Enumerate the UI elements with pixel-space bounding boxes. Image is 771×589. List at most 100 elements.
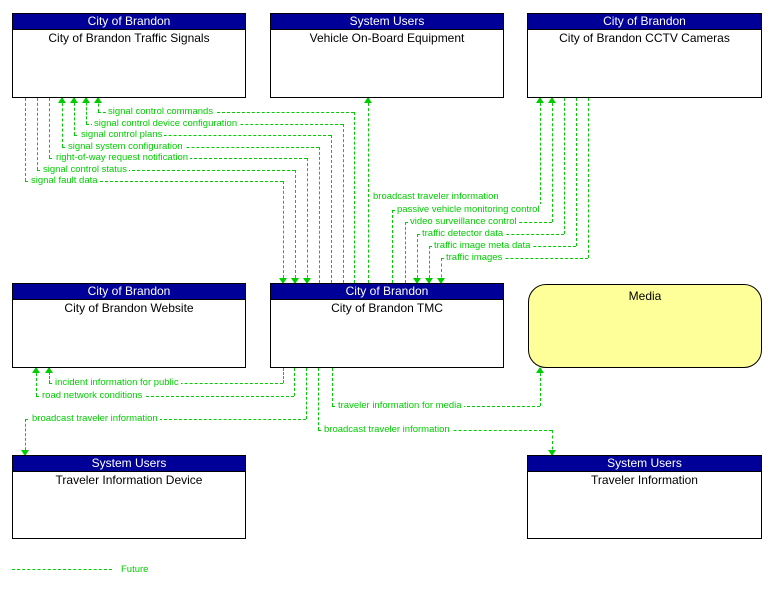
flow-label: traffic image meta data [432,240,533,252]
flow-line [552,430,553,455]
flow-line [62,98,63,147]
flow-line [405,221,406,283]
flow-line [98,98,99,112]
flow-arrowhead [70,97,78,103]
entity-title: Traveler Information [591,473,698,487]
entity-traveler-information: System Users Traveler Information [527,455,762,539]
flow-line [417,233,418,283]
flow-line [343,123,344,283]
flow-line [49,98,50,158]
entity-group-header: City of Brandon [13,284,245,300]
flow-line [74,135,331,136]
flow-line [319,146,320,283]
entity-city-of-brandon-website: City of Brandon City of Brandon Website [12,283,246,368]
entity-vehicle-on-board-equipment: System Users Vehicle On-Board Equipment [270,13,504,98]
entity-title: City of Brandon TMC [331,301,443,315]
flow-line [25,418,26,455]
entity-group-header: City of Brandon [528,14,761,30]
flow-line [295,169,296,283]
flow-line [332,368,333,406]
terminator-media: Media [528,284,762,368]
flow-line [441,258,588,259]
flow-arrowhead [58,97,66,103]
flow-arrowhead [536,367,544,373]
flow-line [540,98,541,210]
flow-line [74,98,75,135]
flow-line [307,158,308,283]
flow-line [283,368,284,383]
flow-line [25,181,283,182]
flow-line [98,112,354,113]
entity-group-header: City of Brandon [271,284,503,300]
flow-arrowhead [279,278,287,284]
flow-line [576,98,577,246]
flow-label: passive vehicle monitoring control [395,203,542,216]
flow-line [588,98,589,258]
entity-city-of-brandon-traffic-signals: City of Brandon City of Brandon Traffic … [12,13,246,98]
entity-title: Vehicle On-Board Equipment [309,31,465,45]
entity-group-header: System Users [528,456,761,472]
flow-line [283,181,284,283]
flow-label: broadcast traveler information [322,424,452,436]
flow-label: right-of-way request notification [54,152,191,164]
flow-line [564,98,565,234]
entity-title: City of Brandon Traffic Signals [48,31,210,45]
entity-traveler-information-device: System Users Traveler Information Device [12,455,246,539]
flow-label: broadcast traveler information [371,191,501,203]
flow-line [86,98,87,124]
flow-label: incident information for public [53,377,181,389]
flow-arrowhead [94,97,102,103]
entity-group-header: System Users [271,14,503,30]
flow-line [331,135,332,283]
entity-city-of-brandon-cctv-cameras: City of Brandon City of Brandon CCTV Cam… [527,13,762,98]
flow-arrowhead [45,367,53,373]
flow-label: video surveillance control [408,215,519,228]
flow-arrowhead [32,367,40,373]
flow-line [294,368,295,396]
flow-line [25,98,26,181]
flow-line [62,146,319,148]
flow-label: road network conditions [40,389,145,402]
flow-line [354,112,355,283]
flow-line [37,169,295,171]
flow-label: signal control commands [106,106,216,118]
entity-title: City of Brandon Website [64,301,194,315]
flow-line [540,368,541,406]
flow-line [552,98,553,222]
flow-line [392,209,393,283]
flow-line [441,258,442,283]
flow-line [306,368,307,419]
entity-group-header: System Users [13,456,245,472]
flow-arrowhead [303,278,311,284]
flow-label: traffic images [444,252,505,264]
flow-arrowhead [437,278,445,284]
flow-line [49,368,50,383]
legend-future-label: Future [121,564,149,575]
flow-label: signal control status [41,163,129,176]
entity-title: City of Brandon CCTV Cameras [559,31,730,45]
flow-label: signal fault data [29,175,100,187]
flow-arrowhead [291,278,299,284]
flow-arrowhead [548,450,556,456]
flow-label: broadcast traveler information [30,412,160,425]
flow-line [25,418,306,420]
entity-city-of-brandon-tmc: City of Brandon City of Brandon TMC [270,283,504,368]
flow-arrowhead [82,97,90,103]
flow-arrowhead [364,97,372,103]
flow-arrowhead [425,278,433,284]
entity-group-header: City of Brandon [13,14,245,30]
flow-line [36,368,37,396]
flow-line [37,98,38,170]
legend-future-line-sample [12,569,112,570]
entity-title: Traveler Information Device [55,473,203,487]
terminator-title: Media [628,289,662,303]
flow-label: signal control device configuration [92,117,240,130]
flow-line [36,395,294,397]
flow-line [318,368,319,430]
flow-label: traffic detector data [420,227,506,240]
flow-arrowhead [548,97,556,103]
flow-arrowhead [21,450,29,456]
flow-label: signal system configuration [66,140,185,153]
flow-label: signal control plans [79,129,165,141]
